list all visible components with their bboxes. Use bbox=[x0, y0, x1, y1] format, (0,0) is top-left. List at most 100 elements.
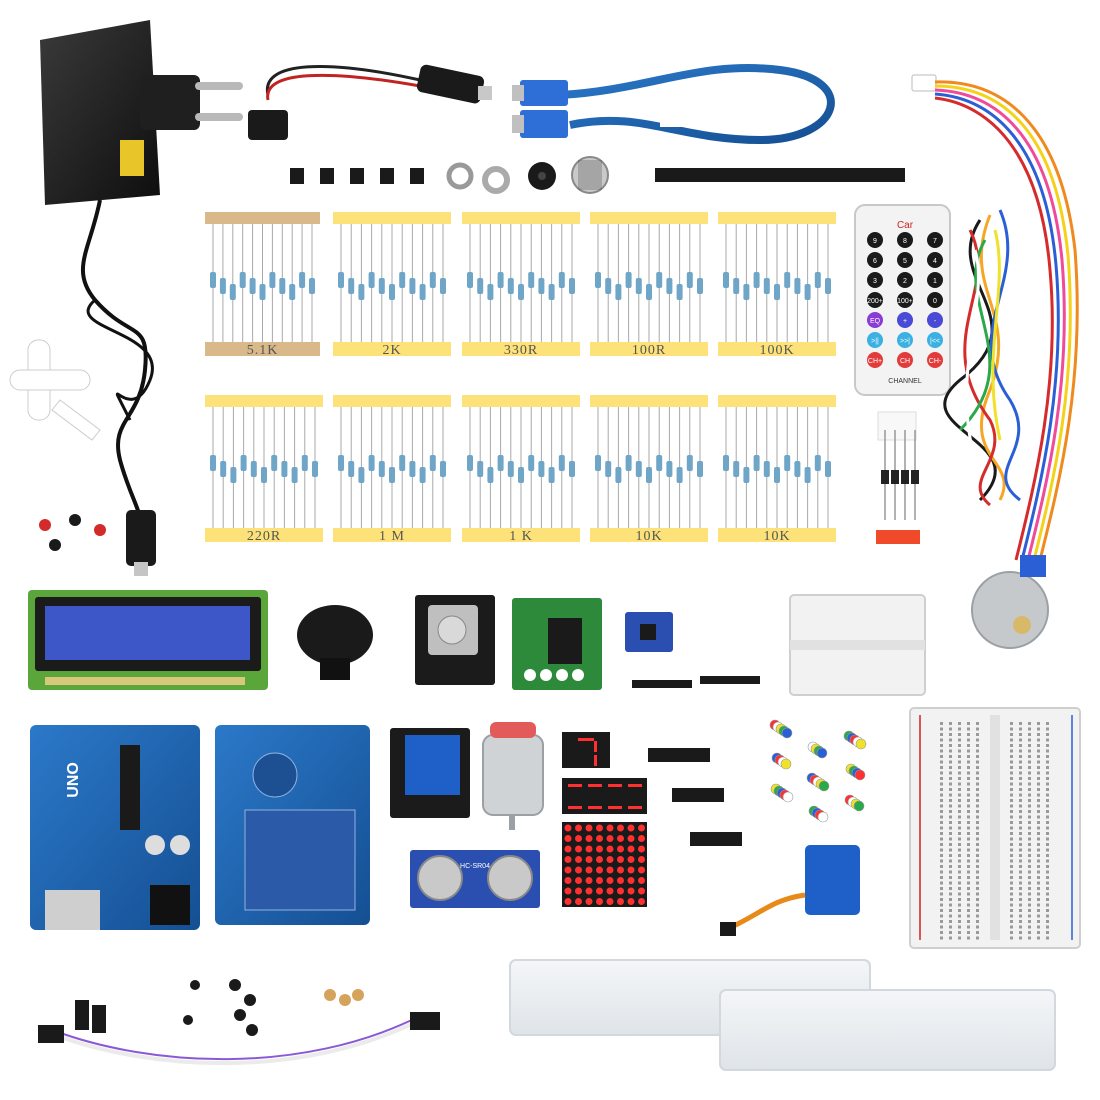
resistor-strips: 5.1K 2K 330R 100R 100K 220R 1 M 1 K 10K 10K bbox=[205, 212, 836, 544]
remote-key-label: - bbox=[934, 318, 937, 325]
remote-key-label: 2 bbox=[903, 278, 907, 285]
resistor-strip-label: 220R bbox=[247, 529, 281, 544]
resistor-strip-label: 100R bbox=[632, 343, 666, 358]
resistor-strip-label: 1 K bbox=[509, 529, 533, 544]
ultrasonic-sensor-module: HC-SR04 bbox=[410, 850, 540, 908]
remote-key: 9 bbox=[867, 232, 883, 248]
dupont-cable bbox=[38, 1012, 440, 1066]
remote-key-label: EQ bbox=[870, 318, 881, 325]
remote-brand-label: Car bbox=[897, 220, 914, 231]
resistor-strip-label: 100K bbox=[759, 343, 794, 358]
resistor-strip-label: 2K bbox=[382, 343, 401, 358]
remote-channel-label: CHANNEL bbox=[888, 378, 922, 385]
mini-breadboard bbox=[789, 594, 926, 696]
arduino-uno-board: UNO bbox=[30, 725, 200, 930]
resistor-strip-label: 330R bbox=[504, 343, 538, 358]
remote-key: |<< bbox=[927, 332, 943, 348]
remote-key-label: CH- bbox=[929, 358, 942, 365]
remote-key: 200+ bbox=[867, 292, 883, 308]
usb-cable bbox=[512, 63, 835, 145]
remote-key: 6 bbox=[867, 252, 883, 268]
diodes-strip bbox=[876, 411, 920, 544]
resistor-strip-label: 1 M bbox=[379, 529, 405, 544]
resistor-strip: 2K bbox=[333, 212, 451, 358]
leds-pile bbox=[769, 719, 867, 823]
nut-and-washer bbox=[446, 162, 510, 194]
resistor-strip: 5.1K bbox=[205, 212, 320, 358]
remote-key: 4 bbox=[927, 252, 943, 268]
remote-key-label: >>| bbox=[900, 338, 910, 345]
resistor-strip: 1 M bbox=[333, 395, 451, 544]
remote-key: 3 bbox=[867, 272, 883, 288]
remote-key: 7 bbox=[927, 232, 943, 248]
jumper-wires-bundle bbox=[943, 209, 1021, 507]
remote-key-label: 8 bbox=[903, 238, 907, 245]
remote-key: 2 bbox=[897, 272, 913, 288]
small-transistors-and-sensors bbox=[39, 514, 106, 551]
remote-key: 8 bbox=[897, 232, 913, 248]
led-dot-matrix bbox=[562, 822, 647, 907]
resistor-strip: 1 K bbox=[462, 395, 580, 544]
resistor-strip-label: 5.1K bbox=[247, 343, 279, 358]
power-adapter bbox=[40, 20, 243, 576]
resistor-strip: 100K bbox=[718, 212, 836, 358]
storage-tray-right bbox=[719, 989, 1056, 1071]
resistor-strip: 10K bbox=[590, 395, 708, 544]
remote-key-label: 1 bbox=[933, 278, 937, 285]
relay-module bbox=[390, 728, 470, 818]
remote-key: >|| bbox=[867, 332, 883, 348]
remote-key-label: 4 bbox=[933, 258, 937, 265]
remote-key: + bbox=[897, 312, 913, 328]
remote-key-label: 6 bbox=[873, 258, 877, 265]
full-breadboard bbox=[909, 707, 1081, 949]
remote-key-label: + bbox=[903, 318, 907, 325]
stepper-motor bbox=[971, 555, 1049, 649]
pin-header-strip bbox=[655, 168, 905, 182]
stepper-motor-wire-harness bbox=[911, 74, 1079, 561]
remote-key-label: 9 bbox=[873, 238, 877, 245]
remote-key-label: 100+ bbox=[897, 298, 913, 305]
ultrasonic-label: HC-SR04 bbox=[460, 863, 490, 870]
remote-key-label: 5 bbox=[903, 258, 907, 265]
servo-horns bbox=[9, 339, 101, 441]
prototype-shield-board bbox=[215, 725, 370, 925]
remote-key-label: |<< bbox=[930, 338, 940, 345]
remote-key-label: 200+ bbox=[867, 298, 883, 305]
integrated-circuit-chips bbox=[648, 748, 742, 846]
capacitors bbox=[75, 1000, 106, 1033]
resistor-strip: 10K bbox=[718, 395, 836, 544]
stepper-driver-board bbox=[512, 598, 602, 690]
resistor-strip-label: 10K bbox=[763, 529, 790, 544]
potentiometer bbox=[571, 156, 609, 194]
remote-key: CH+ bbox=[867, 352, 883, 368]
joystick-module bbox=[415, 595, 495, 685]
remote-key: 1 bbox=[927, 272, 943, 288]
remote-key-label: 7 bbox=[933, 238, 937, 245]
male-header-pins bbox=[632, 676, 760, 688]
remote-key: >>| bbox=[897, 332, 913, 348]
remote-key-label: 3 bbox=[873, 278, 877, 285]
resistor-strip: 220R bbox=[205, 395, 323, 544]
micro-servo bbox=[720, 845, 860, 936]
resistor-strip: 330R bbox=[462, 212, 580, 358]
resistor-strip: 100R bbox=[590, 212, 708, 358]
joystick-cap bbox=[297, 605, 373, 680]
remote-key: CH- bbox=[927, 352, 943, 368]
remote-key-label: CH+ bbox=[868, 358, 882, 365]
photoresistors bbox=[324, 989, 364, 1006]
buzzer bbox=[528, 162, 556, 190]
jumper-caps bbox=[290, 168, 424, 184]
remote-key: 0 bbox=[927, 292, 943, 308]
uno-board-label: UNO bbox=[65, 762, 82, 798]
battery-clip-cable bbox=[248, 64, 492, 140]
remote-key: CH bbox=[897, 352, 913, 368]
remote-key: 5 bbox=[897, 252, 913, 268]
ir-remote-control: Car CHANNEL 9 8 7 6 5 4 3 2 1 200+ 100+ 0EQ + - >|| >>|… bbox=[854, 204, 951, 396]
transistors-bottom bbox=[183, 979, 258, 1036]
remote-key: - bbox=[927, 312, 943, 328]
dc-motor bbox=[482, 722, 544, 830]
remote-key: EQ bbox=[867, 312, 883, 328]
remote-key: 100+ bbox=[897, 292, 913, 308]
accelerometer-module bbox=[625, 612, 673, 652]
